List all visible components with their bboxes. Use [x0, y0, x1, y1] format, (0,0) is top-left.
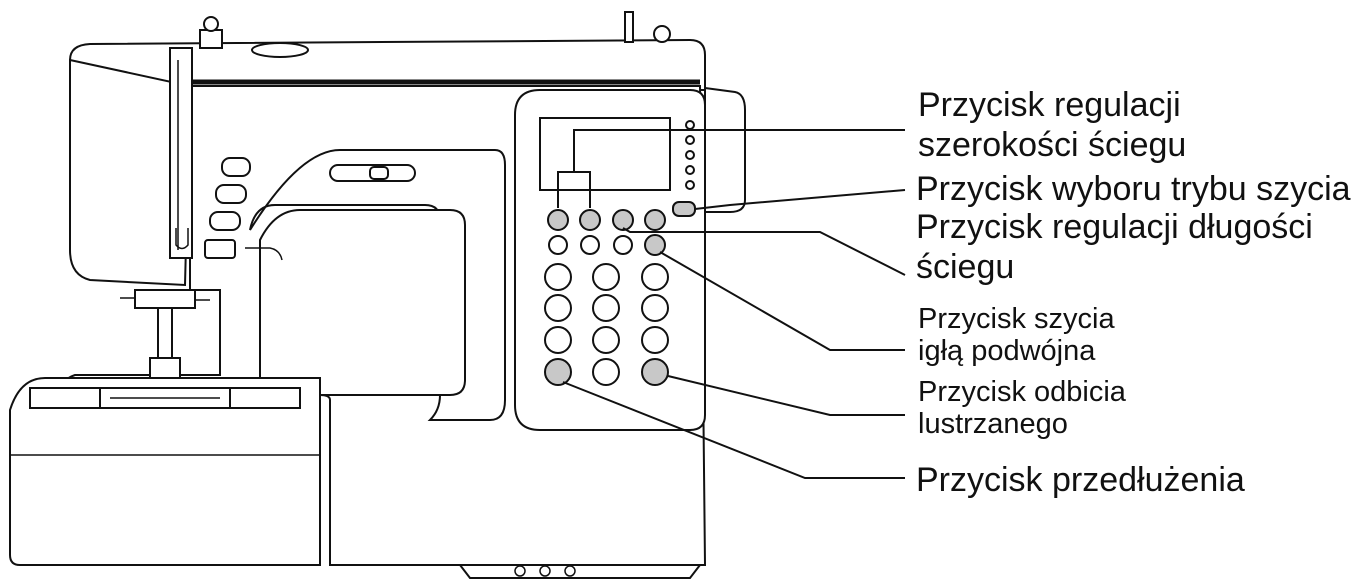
lcd-screen [539, 117, 671, 191]
length-button-a[interactable] [612, 209, 634, 231]
callout-extension: Przycisk przedłużenia [916, 461, 1245, 499]
callout-length-line2: ściegu [916, 248, 1015, 286]
twin-needle-button[interactable] [644, 234, 666, 256]
callout-mode: Przycisk wyboru trybu szycia [916, 170, 1351, 208]
width-button-b[interactable] [579, 209, 601, 231]
mode-button[interactable] [672, 201, 696, 217]
callout-twin-line2: igłą podwójna [918, 335, 1096, 367]
mirror-button[interactable] [641, 358, 669, 386]
control-panel [514, 89, 706, 431]
callout-twin-line1: Przycisk szycia [918, 303, 1115, 335]
length-button-b[interactable] [644, 209, 666, 231]
callout-length-line1: Przycisk regulacji długości [916, 208, 1313, 246]
leader-lines [557, 129, 906, 479]
callout-mirror-line2: lustrzanego [918, 408, 1068, 440]
width-button-a[interactable] [547, 209, 569, 231]
callout-mirror-line1: Przycisk odbicia [918, 376, 1126, 408]
callout-width-line1: Przycisk regulacji [918, 86, 1181, 124]
callout-width-line2: szerokości ściegu [918, 126, 1187, 164]
extension-button[interactable] [544, 358, 572, 386]
